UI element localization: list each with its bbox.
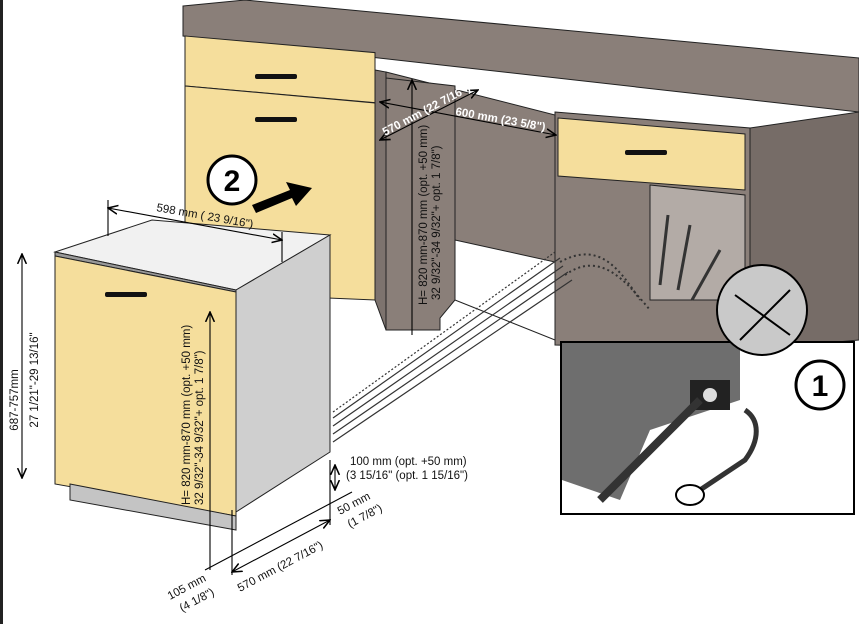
label-depth-570: 570 mm (22 7/16") — [236, 539, 326, 594]
label-height-mm: 687-757mm — [9, 369, 21, 430]
countertop — [182, 0, 859, 113]
step-1-circle — [794, 359, 846, 411]
connection-inset: 1 — [560, 264, 855, 515]
step-2-circle — [206, 154, 258, 206]
hose-nut — [675, 484, 705, 506]
step-2-marker: 2 — [206, 154, 312, 213]
label-plinth-in: (3 15/16" (opt. 1 15/16") — [346, 470, 468, 482]
left-border — [0, 0, 3, 624]
label-niche-height-mm: H= 820 mm-870 mm (opt. +50 mm) — [418, 125, 430, 305]
label-front-height-mm: H= 820 mm-870 mm (opt. +50 mm) — [181, 325, 193, 505]
label-niche-height-in: 32 9/32"-34 9/32"+ opt. 1 7/8") — [431, 145, 443, 300]
label-height-in: 27 1/21"-29 13/16" — [29, 332, 41, 427]
label-front-height-in: 32 9/32"-34 9/32"+ opt. 1 7/8") — [194, 350, 206, 505]
step-2-number: 2 — [224, 165, 241, 198]
label-plinth-mm: 100 mm (opt. +50 mm) — [350, 456, 467, 468]
step-1-number: 1 — [812, 370, 829, 403]
partition-panel — [385, 77, 456, 331]
dimension-lines — [22, 80, 556, 575]
left-cabinet-side — [374, 69, 387, 331]
magnifier-circle — [716, 264, 808, 356]
hoses — [332, 214, 722, 443]
kitchen-cabinet — [105, 0, 859, 351]
